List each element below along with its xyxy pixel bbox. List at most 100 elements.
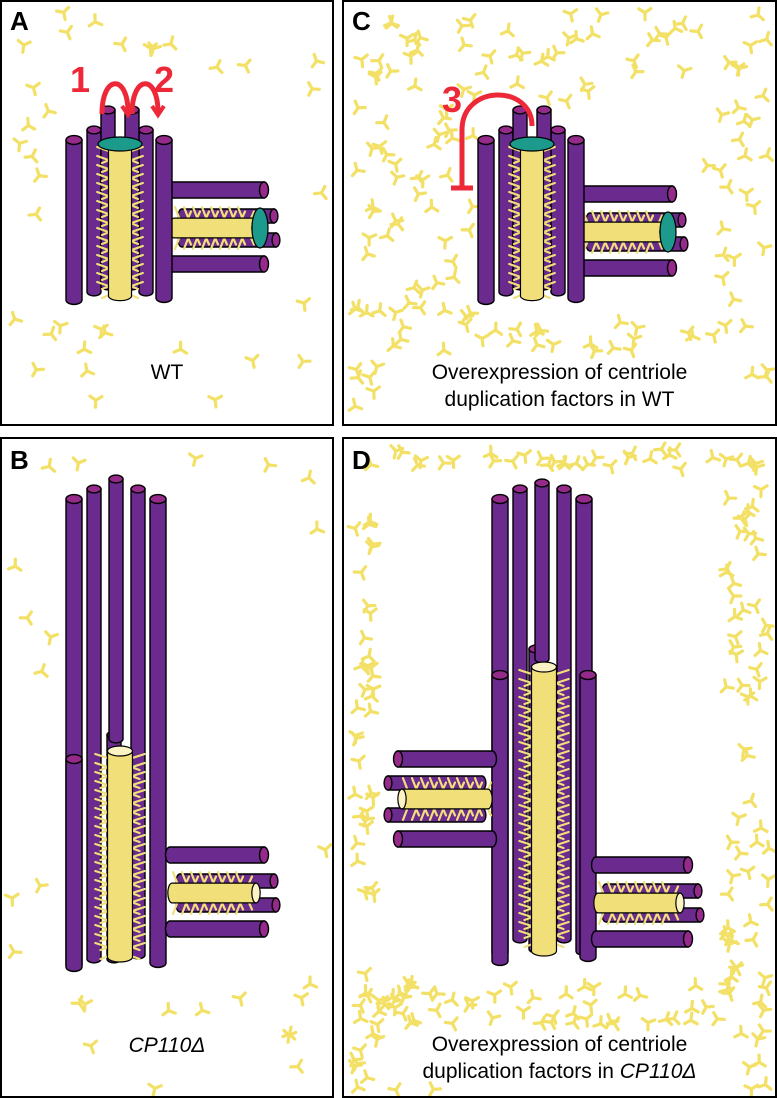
duplication-factor-icon <box>437 455 453 471</box>
duplication-factor-icon <box>44 630 59 646</box>
duplication-factor-icon <box>488 452 503 469</box>
duplication-factor-icon <box>506 332 522 348</box>
duplication-factor-icon <box>730 62 746 77</box>
duplication-factor-icon <box>456 83 472 98</box>
duplication-factor-icon <box>760 873 775 889</box>
duplication-factor-icon <box>162 35 178 51</box>
duplication-factor-icon <box>413 454 430 470</box>
duplication-factor-icon <box>586 981 602 997</box>
duplication-factor-icon <box>352 1009 369 1025</box>
duplication-factor-icon <box>731 811 747 827</box>
panel-d-caption-line1: Overexpression of centriole <box>431 1033 688 1056</box>
centriole-pair <box>477 105 689 306</box>
duplication-factor-icon <box>746 598 762 614</box>
daughter-centriole <box>590 856 705 948</box>
panel-c-drawing <box>347 6 775 412</box>
duplication-factor-icon <box>365 791 381 807</box>
mother-centriole-elongated <box>491 478 597 967</box>
duplication-factor-icon <box>744 931 759 948</box>
duplication-factor-icon <box>515 1005 532 1020</box>
duplication-factor-icon <box>282 1028 298 1044</box>
duplication-factor-icon <box>347 397 364 412</box>
duplication-factor-icon <box>358 629 374 646</box>
duplication-factor-icon <box>402 50 419 65</box>
duplication-factor-icon <box>297 353 312 369</box>
duplication-factor-icon <box>701 157 716 174</box>
centriole-cluster <box>383 478 705 967</box>
duplication-factor-icon <box>588 343 604 360</box>
duplication-factor-icon <box>444 122 458 139</box>
duplication-factor-icon <box>302 975 319 990</box>
duplication-factor-icon <box>751 1053 767 1068</box>
duplication-factor-icon <box>347 1058 363 1075</box>
duplication-factor-icon <box>289 1058 304 1074</box>
duplication-factor-icon <box>80 362 96 378</box>
duplication-factor-icon <box>457 36 473 53</box>
duplication-factor-icon <box>385 988 402 1003</box>
duplication-factor-icon <box>714 270 730 287</box>
inhibition-arrow <box>451 92 535 191</box>
duplication-factor-icon <box>359 1069 376 1084</box>
duplication-factor-icon <box>358 682 374 698</box>
duplication-factor-icon <box>386 337 402 352</box>
duplication-factor-icon <box>725 834 740 851</box>
cp110-cap <box>97 136 143 152</box>
duplication-factor-icon <box>632 987 649 1002</box>
microtubule <box>491 669 509 967</box>
duplication-factor-icon <box>679 325 695 342</box>
duplication-factor-icon <box>617 985 634 1000</box>
duplication-factor-icon <box>752 545 767 562</box>
duplication-factor-icon <box>390 212 405 229</box>
duplication-factor-icon <box>406 77 423 92</box>
duplication-factor-icon <box>350 699 366 715</box>
duplication-factor-icon <box>646 32 661 48</box>
duplication-factor-icon <box>142 42 158 57</box>
duplication-factor-icon <box>436 341 452 357</box>
duplication-factor-icon <box>625 53 640 69</box>
duplication-factor-icon <box>405 279 421 295</box>
duplication-factor-icon <box>728 639 743 655</box>
duplication-factor-icon <box>757 1003 773 1019</box>
duplication-factor-icon <box>487 321 504 336</box>
duplication-factor-icon <box>443 991 459 1007</box>
duplication-factor-icon <box>367 203 382 220</box>
duplication-factor-icon <box>466 198 482 215</box>
duplication-factor-icon <box>516 449 532 464</box>
duplication-factor-icon <box>53 319 69 335</box>
duplication-factor-icon <box>415 174 431 189</box>
duplication-factor-icon <box>378 227 395 243</box>
duplication-factor-icon <box>371 994 388 1010</box>
duplication-factor-icon <box>353 53 369 69</box>
duplication-factor-icon <box>758 625 774 641</box>
panel-d-caption: Overexpression of centriole duplication … <box>344 1032 775 1086</box>
duplication-factor-icon <box>606 339 622 355</box>
duplication-factor-icon <box>579 85 596 100</box>
panel-a-letter: A <box>10 6 29 36</box>
duplication-factor-icon <box>744 497 760 513</box>
duplication-factor-icon <box>734 523 749 540</box>
duplication-factor-icon <box>745 200 762 216</box>
duplication-factor-icon <box>21 116 37 132</box>
duplication-factor-icon <box>761 839 775 855</box>
arrow-1-label: 1 <box>70 59 91 100</box>
duplication-factor-icon <box>711 1011 726 1027</box>
duplication-factor-icon <box>562 8 579 23</box>
duplication-factor-icon <box>642 450 658 465</box>
duplication-factor-icon <box>735 112 752 128</box>
duplication-factor-icon <box>557 455 574 471</box>
duplication-factor-icon <box>667 442 682 458</box>
duplication-factor-icon <box>630 63 645 80</box>
duplication-factor-icon <box>683 1011 699 1026</box>
duplication-factor-icon <box>404 978 420 994</box>
panel-b: B CP110Δ <box>0 437 334 1098</box>
duplication-factor-icon <box>443 1016 459 1032</box>
duplication-factor-icon <box>582 998 598 1014</box>
microtubule <box>392 750 498 768</box>
cartwheel <box>518 661 570 957</box>
duplication-factor-icon <box>415 283 431 299</box>
microtubule <box>574 185 678 203</box>
duplication-factor-icon <box>365 141 381 157</box>
duplication-factor-icon <box>723 54 738 71</box>
duplication-factor-icon <box>718 563 735 578</box>
cartwheel <box>508 138 556 302</box>
